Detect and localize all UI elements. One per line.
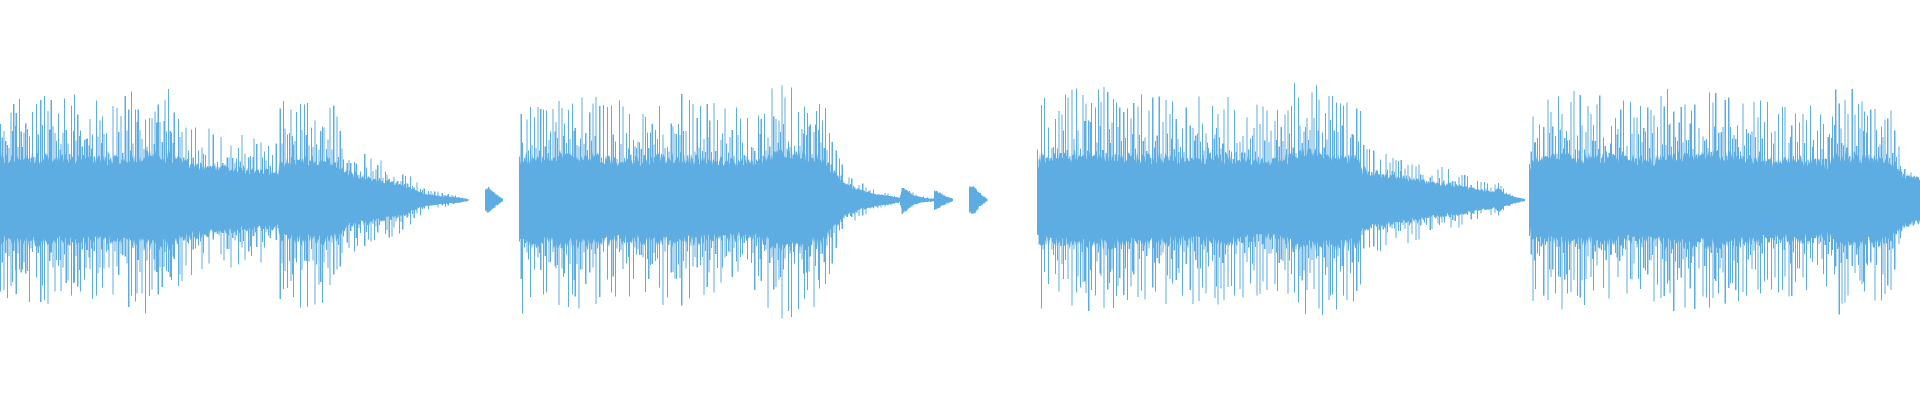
waveform-spikes-segment-4 xyxy=(1528,88,1919,315)
waveform-spikes-blip-4 xyxy=(968,186,988,214)
waveform-core-blip-1 xyxy=(485,186,503,213)
waveform-spikes-blip-2 xyxy=(899,188,936,214)
waveform-spikes-blip-1 xyxy=(484,187,503,213)
waveform-spikes xyxy=(0,83,1919,319)
waveform-core-blip-3 xyxy=(934,190,953,210)
waveform-spikes-segment-2 xyxy=(518,85,901,319)
waveform-spikes-segment-3 xyxy=(1036,83,1525,316)
waveform-spikes-blip-3 xyxy=(933,190,954,211)
waveform-spikes-segment-1 xyxy=(0,89,469,314)
